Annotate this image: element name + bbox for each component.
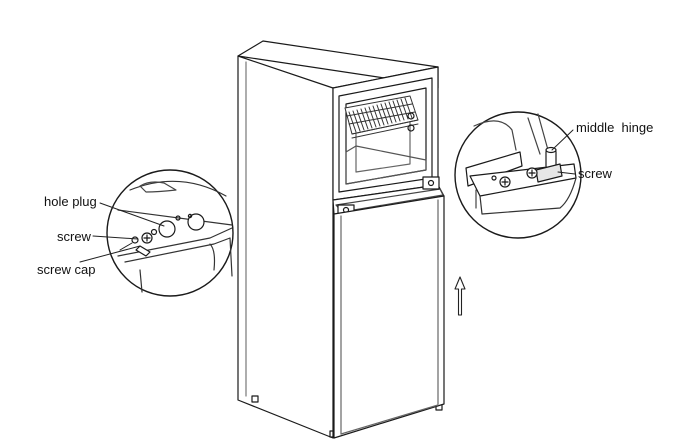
arrow-up-icon [454, 276, 466, 316]
wire-shelf [344, 95, 419, 139]
freezer-compartment [338, 77, 433, 193]
screw-label-left: screw [57, 229, 91, 244]
screw-cap-label: screw cap [37, 262, 96, 277]
screw-label-right: screw [578, 166, 612, 181]
right-detail-circle [454, 111, 582, 239]
fridge-door [333, 195, 445, 439]
left-detail-circle [79, 169, 234, 297]
middle-hinge-label: middle hinge [576, 120, 654, 135]
hole-plug-label: hole plug [44, 194, 97, 209]
